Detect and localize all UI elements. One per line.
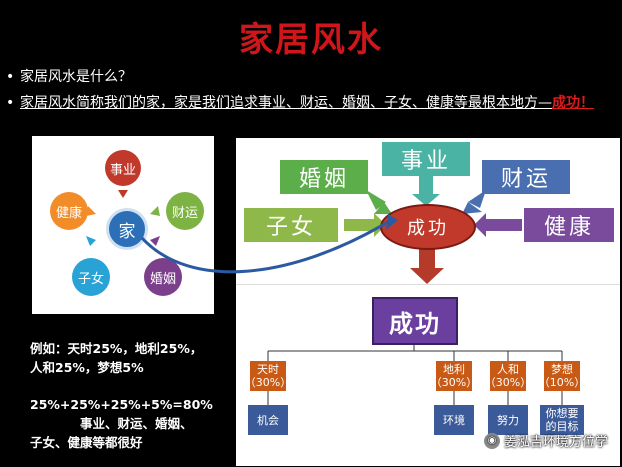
- bullet-2-emphasis: 成功！: [552, 95, 594, 111]
- arrow-icon: [118, 190, 128, 198]
- home-fengshui-diagram: 事业 财运 婚姻 子女 健康 家: [32, 136, 214, 314]
- bullet-dot-icon: •: [6, 69, 15, 85]
- arrow-icon: [412, 194, 440, 206]
- box-wealth: 财运: [482, 160, 570, 194]
- node-health: 健康: [50, 192, 88, 230]
- box-career: 事业: [382, 142, 470, 176]
- bullet-1: • 家居风水是什么？: [6, 66, 132, 88]
- org-branch-2-top: 地利 （30%）: [430, 361, 478, 391]
- example-line-4: 事业、财运、婚姻、: [80, 416, 193, 431]
- success-ellipse: 成功: [380, 204, 476, 250]
- org-branch-1-bottom: 机会: [248, 405, 288, 435]
- wechat-icon: ◉: [483, 432, 500, 449]
- node-home: 家: [106, 208, 148, 250]
- example-line-3: 25%+25%+25%+5%=80%: [30, 397, 213, 412]
- watermark-text: 姜泓吉环境方位学: [503, 435, 608, 450]
- bullet-dot-icon: •: [6, 95, 15, 111]
- bullet-2: • 家居风水简称我们的家，家是我们追求事业、财运、婚姻、子女、健康等最根本地方—成…: [6, 92, 606, 114]
- example-line-2: 人和25%，梦想5%: [30, 360, 144, 375]
- success-org-chart: 成功 天时 （30%） 机会 地利 （30%） 环境 人和 （30%） 努力 梦…: [236, 284, 620, 466]
- org-branch-3-bottom: 努力: [488, 405, 528, 435]
- node-marriage: 婚姻: [144, 258, 182, 296]
- bullet-2-text: 家居风水简称我们的家，家是我们追求事业、财运、婚姻、子女、健康等最根本地方—: [20, 95, 552, 111]
- node-career: 事业: [105, 150, 141, 186]
- box-marriage: 婚姻: [280, 160, 368, 194]
- box-health: 健康: [524, 208, 614, 242]
- slide-title: 家居风水: [239, 20, 383, 60]
- node-children: 子女: [72, 258, 110, 296]
- down-arrow-icon: [410, 268, 444, 284]
- org-branch-2-bottom: 环境: [434, 405, 474, 435]
- org-root: 成功: [372, 297, 458, 345]
- bullet-1-text: 家居风水是什么？: [20, 69, 132, 85]
- example-line-1: 例如：天时25%，地利25%，: [30, 341, 203, 356]
- org-branch-4-bottom: 你想要 的目标: [540, 405, 584, 435]
- success-diagram: 事业 婚姻 财运 子女 健康 成功: [236, 138, 620, 284]
- org-branch-4-top: 梦想 （10%）: [538, 361, 586, 391]
- node-wealth: 财运: [166, 192, 204, 230]
- org-branch-1-top: 天时 （30%）: [244, 361, 292, 391]
- org-branch-3-top: 人和 （30%）: [484, 361, 532, 391]
- example-line-5: 子女、健康等都很好: [30, 435, 143, 450]
- box-children: 子女: [244, 208, 338, 242]
- org-connectors: [267, 341, 563, 405]
- watermark: ◉ 姜泓吉环境方位学: [483, 431, 608, 450]
